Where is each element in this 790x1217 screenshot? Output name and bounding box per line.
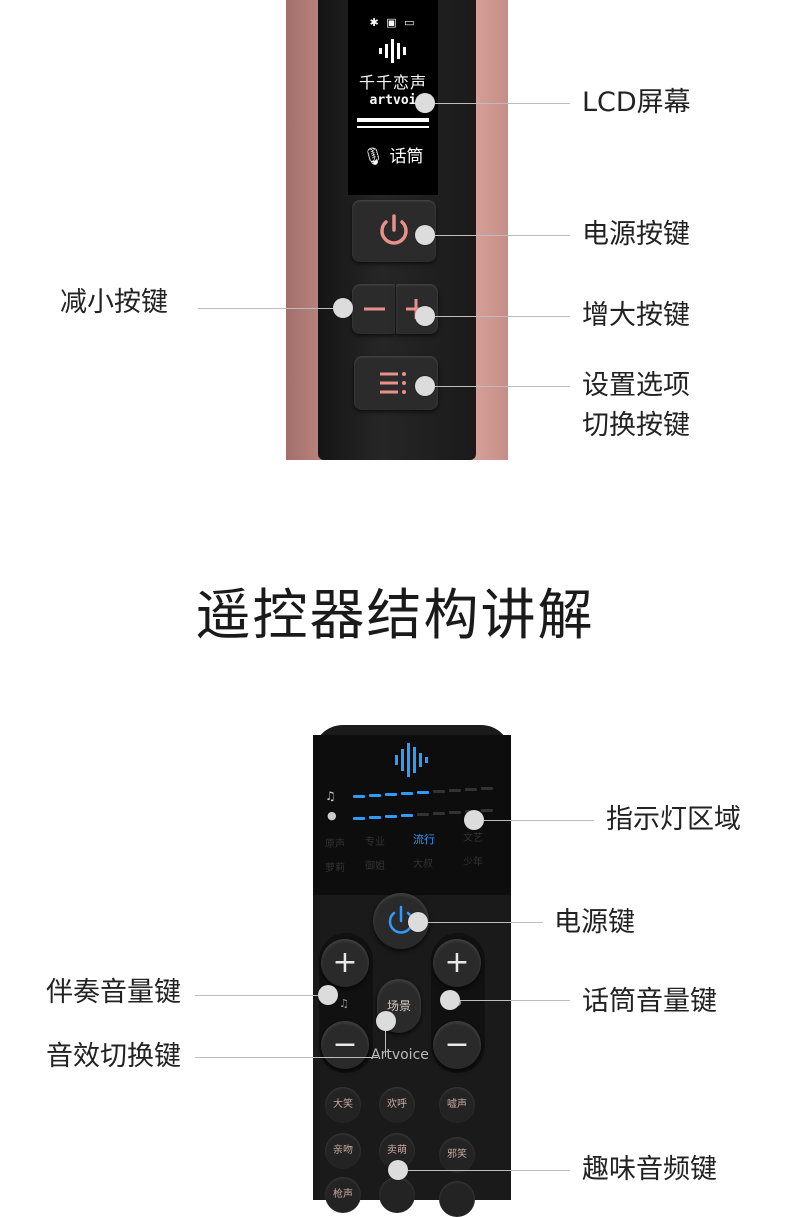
effect-label: 音效切换键: [46, 1041, 181, 1072]
music-note-icon: ♫: [325, 789, 336, 803]
increase-callout-line: [435, 316, 570, 317]
status-bar: ✱ ▣ ▭: [348, 0, 438, 29]
remote-power-button[interactable]: [373, 893, 429, 949]
mode-dim-2: 专业: [365, 837, 385, 848]
accompaniment-callout-dot: [318, 985, 338, 1005]
fun-audio-label: 趣味音频键: [582, 1154, 717, 1185]
fun-key-8[interactable]: [379, 1177, 415, 1213]
sound-wave-icon: [395, 743, 428, 777]
mic-volume-callout-dot: [440, 990, 460, 1010]
effect-callout-dot: [376, 1011, 396, 1031]
accompaniment-volume-up[interactable]: +: [321, 939, 369, 987]
power-callout-dot: [415, 225, 435, 245]
remote-power-callout-line: [428, 922, 543, 923]
remote-power-callout-dot: [408, 912, 428, 932]
mode-dim-5: 御姐: [365, 861, 385, 872]
brand-label: Artvoice: [371, 1047, 429, 1063]
mode-dim-3: 文艺: [463, 833, 483, 844]
microphone-icon: ●: [327, 809, 337, 822]
fun-key-9[interactable]: [439, 1181, 475, 1217]
screen-brand-en: artvoi: [369, 93, 417, 108]
mic-volume-label: 话筒音量键: [582, 986, 717, 1017]
fun-key-4[interactable]: 亲吻: [325, 1133, 361, 1169]
play-box-icon: ▣: [386, 16, 399, 29]
fun-key-6[interactable]: 邪笑: [439, 1137, 475, 1173]
settings-callout-dot: [415, 376, 435, 396]
power-icon: [380, 214, 408, 245]
decrease-button[interactable]: [352, 284, 395, 334]
screen-divider: [357, 118, 429, 122]
remote-control: ♫ ● 原声 专业 流行 文艺 萝莉 御姐 大叔 少年: [305, 725, 515, 1217]
indicator-label: 指示灯区域: [606, 804, 741, 835]
effect-callout-line: [195, 1057, 378, 1058]
accompaniment-label: 伴奏音量键: [46, 977, 181, 1008]
decrease-label: 减小按键: [60, 287, 168, 318]
fun-key-3[interactable]: 嘘声: [439, 1087, 475, 1123]
remote-power-label: 电源键: [554, 907, 635, 938]
indicator-callout-dot: [464, 810, 484, 830]
settings-label-line2: 切换按键: [582, 410, 690, 441]
mode-dim-7: 少年: [463, 857, 483, 868]
bluetooth-icon: ✱: [369, 16, 381, 29]
settings-callout-line: [435, 386, 570, 387]
mode-active: 流行: [413, 833, 435, 846]
settings-label-line1: 设置选项: [582, 370, 690, 401]
battery-icon: ▭: [404, 16, 417, 29]
power-label: 电源按键: [582, 219, 690, 250]
music-note-icon: ♫: [339, 997, 349, 1010]
menu-list-icon: [380, 372, 406, 394]
accompaniment-volume-down[interactable]: −: [321, 1021, 369, 1069]
fun-audio-callout-line: [408, 1170, 570, 1171]
mode-dim-6: 大叔: [413, 859, 433, 870]
mic-volume-down[interactable]: −: [433, 1021, 481, 1069]
fun-audio-callout-dot: [388, 1160, 408, 1180]
sound-wave-icon: [348, 39, 438, 63]
lcd-label: LCD屏幕: [582, 87, 691, 118]
fun-key-2[interactable]: 欢呼: [379, 1087, 415, 1123]
increase-callout-dot: [415, 306, 435, 326]
mode-dim-1: 原声: [325, 839, 345, 850]
decrease-callout-dot: [333, 298, 353, 318]
screen-divider-thin: [357, 126, 429, 128]
screen-brand-cn: 千千恋声: [358, 73, 427, 92]
mic-volume-up[interactable]: +: [433, 939, 481, 987]
accompaniment-callout-line: [195, 995, 318, 996]
mic-volume-callout-line: [460, 1000, 570, 1001]
microphone-device: ✱ ▣ ▭ 千千恋声 artvoi 🎙 话筒: [286, 0, 508, 460]
section-title: 遥控器结构讲解: [195, 583, 595, 647]
decrease-callout-line: [198, 308, 333, 309]
screen-mode-label: 话筒: [389, 147, 424, 167]
increase-label: 增大按键: [582, 300, 690, 331]
mode-dim-4: 萝莉: [325, 863, 345, 874]
screen-mode: 🎙 话筒: [348, 142, 438, 167]
power-callout-line: [435, 235, 570, 236]
indicator-callout-line: [484, 820, 594, 821]
effect-callout-line-vert: [385, 1031, 386, 1057]
minus-icon: [364, 307, 385, 311]
lcd-callout-line: [435, 103, 570, 104]
microphone-icon: 🎙: [362, 147, 385, 167]
fun-key-7[interactable]: 枪声: [325, 1177, 361, 1213]
lcd-callout-dot: [415, 93, 435, 113]
fun-key-1[interactable]: 大笑: [325, 1087, 361, 1123]
